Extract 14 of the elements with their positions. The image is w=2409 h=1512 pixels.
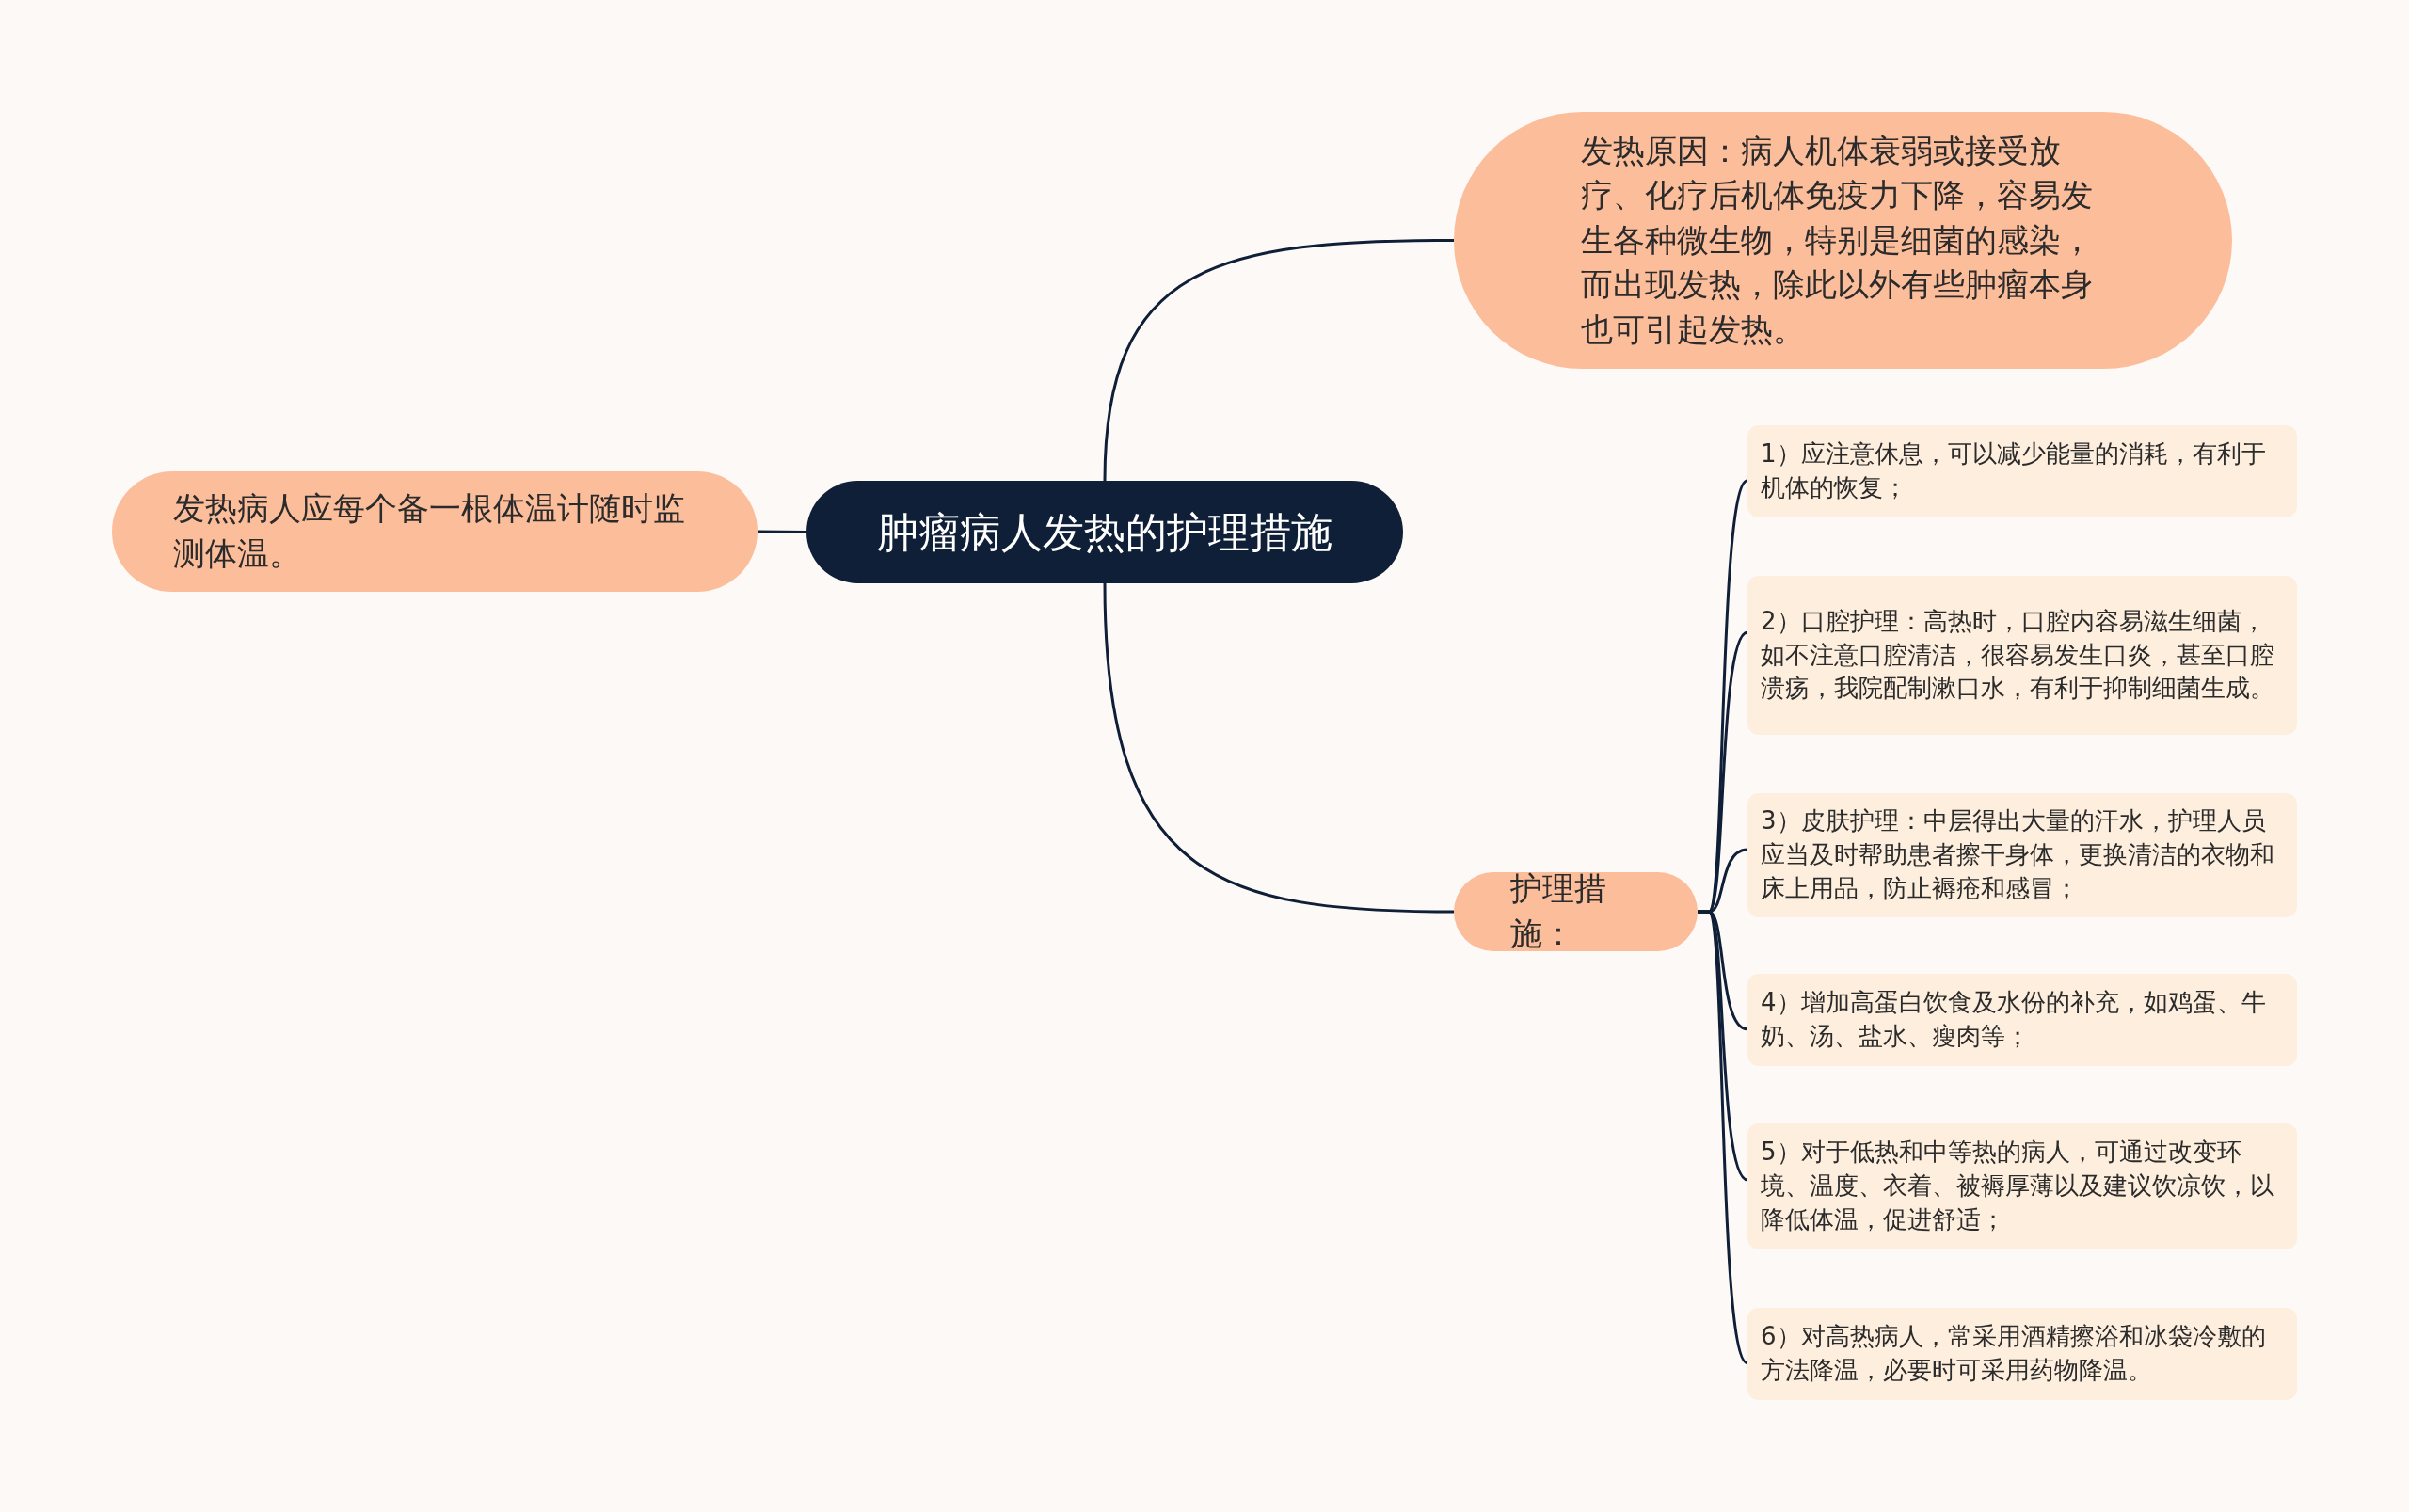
note-box: 6）对高热病人，常采用酒精擦浴和冰袋冷敷的方法降温，必要时可采用药物降温。	[1747, 1308, 2297, 1400]
topic-box: 发热病人应每个备一根体温计随时监测体温。	[112, 471, 758, 592]
topic-box: 护理措施：	[1454, 872, 1698, 951]
connector-line	[1103, 239, 1454, 482]
note-box: 2）口腔护理：高热时，口腔内容易滋生细菌，如不注意口腔清洁，很容易发生口炎，甚至口腔溃疡，我院配制漱口水，有利于抑制细菌生成。	[1747, 576, 2297, 735]
topic-box: 发热原因：病人机体衰弱或接受放疗、化疗后机体免疫力下降，容易发生各种微生物，特别是细菌的感染，而出现发热，除此以外有些肿瘤本身也可引起发热。	[1454, 112, 2232, 369]
note-box: 3）皮肤护理：中层得出大量的汗水，护理人员应当及时帮助患者擦干身体，更换清洁的衣物和床上用品，防止褥疮和感冒；	[1747, 793, 2297, 917]
note-box: 5）对于低热和中等热的病人，可通过改变环境、温度、衣着、被褥厚薄以及建议饮凉饮，以降低体温，促进舒适；	[1747, 1123, 2297, 1249]
note-box: 1）应注意休息，可以减少能量的消耗，有利于机体的恢复；	[1747, 425, 2297, 517]
central-topic-box: 肿瘤病人发热的护理措施	[806, 481, 1403, 583]
note-box: 4）增加高蛋白饮食及水份的补充，如鸡蛋、牛奶、汤、盐水、瘦肉等；	[1747, 974, 2297, 1066]
connector-line	[758, 530, 806, 533]
connector-line	[1103, 582, 1455, 914]
connector-line	[1698, 910, 1749, 1364]
